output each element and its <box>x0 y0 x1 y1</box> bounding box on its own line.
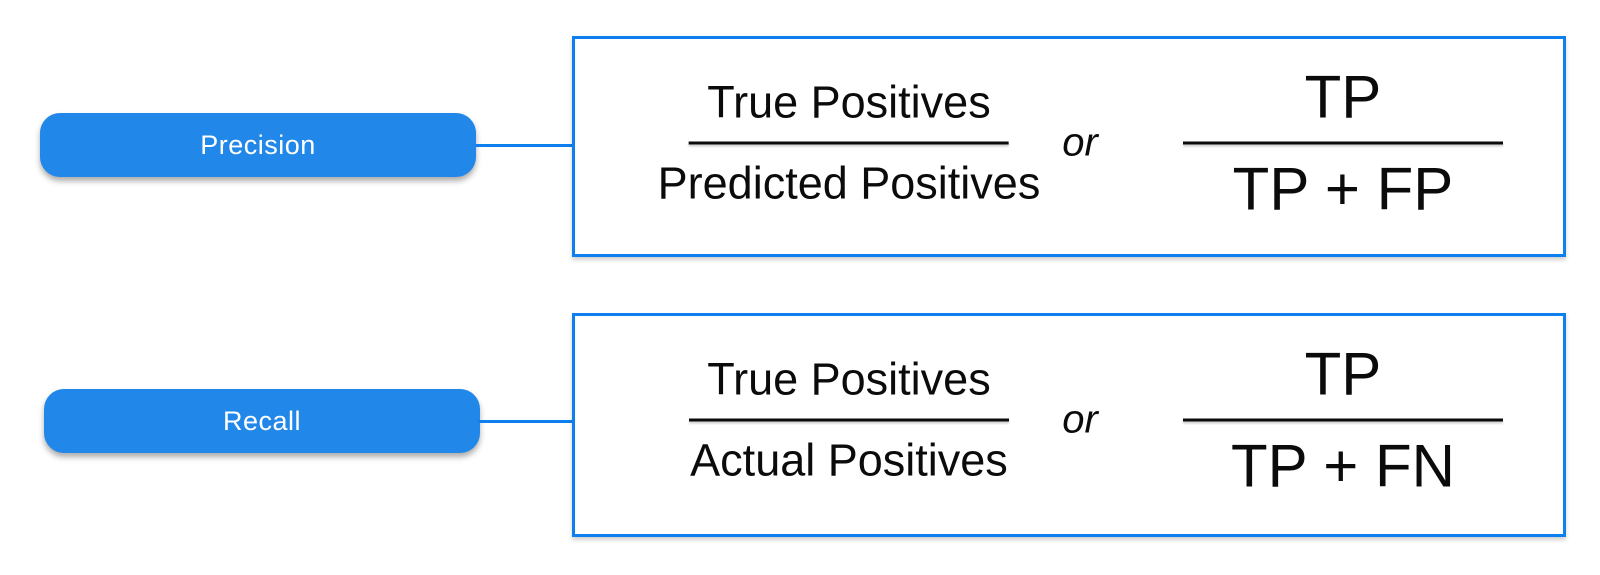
precision-or-label: or <box>1062 120 1098 165</box>
recall-word-denominator: Actual Positives <box>690 434 1008 486</box>
recall-symbol-numerator: TP <box>1304 340 1382 408</box>
precision-symbol-fraction: TP TP + FP <box>1183 63 1503 224</box>
precision-pill: Precision <box>40 113 476 177</box>
fraction-bar <box>1183 141 1503 145</box>
recall-word-numerator: True Positives <box>707 353 991 405</box>
recall-symbol-denominator: TP + FN <box>1231 432 1455 500</box>
precision-connector-line <box>476 144 572 147</box>
recall-connector-line <box>478 420 572 423</box>
recall-pill: Recall <box>44 389 480 453</box>
precision-symbol-denominator: TP + FP <box>1232 155 1454 223</box>
recall-formula-box: True Positives Actual Positives or TP TP… <box>572 313 1566 537</box>
fraction-bar <box>689 418 1009 422</box>
precision-word-numerator: True Positives <box>707 76 991 128</box>
fraction-bar <box>1183 418 1503 422</box>
precision-pill-label: Precision <box>200 129 316 160</box>
precision-word-denominator: Predicted Positives <box>657 157 1041 209</box>
fraction-bar <box>689 141 1009 145</box>
precision-formula-box: True Positives Predicted Positives or TP… <box>572 36 1566 257</box>
precision-word-fraction: True Positives Predicted Positives <box>658 76 1041 211</box>
recall-or-label: or <box>1062 397 1098 442</box>
recall-symbol-fraction: TP TP + FN <box>1183 340 1503 501</box>
recall-pill-label: Recall <box>222 405 302 436</box>
recall-word-fraction: True Positives Actual Positives <box>689 353 1009 488</box>
precision-symbol-numerator: TP <box>1304 63 1382 131</box>
